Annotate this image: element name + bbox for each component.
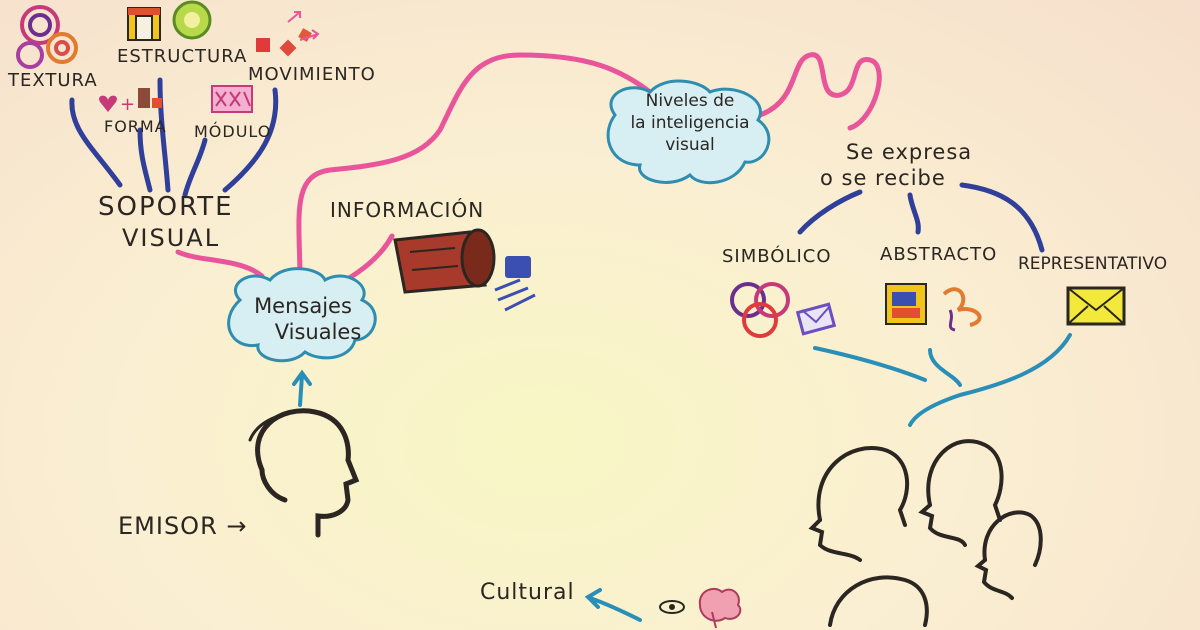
motion-marks-icon	[494, 256, 536, 312]
soporte-item-modulo: Módulo	[194, 122, 272, 141]
receiver-connectors	[813, 333, 1072, 427]
modulo-icon	[211, 85, 253, 113]
arrow-up-icon	[292, 369, 312, 407]
cloud-mensajes	[227, 267, 377, 363]
level-representativo: Representativo	[1018, 254, 1168, 274]
abstracto-icon	[885, 283, 982, 332]
niveles-line1: Niveles de	[645, 91, 735, 111]
pink-connector-niveles	[296, 52, 653, 283]
svg-text:+: +	[120, 94, 135, 115]
expresa-line1: Se expresa	[846, 140, 973, 164]
informacion-label: Información	[330, 198, 485, 222]
soporte-item-estructura: Estructura	[117, 46, 248, 67]
estructura-icon	[127, 7, 161, 41]
forma-icon: +	[99, 88, 162, 115]
emisor-label: Emisor →	[118, 512, 248, 540]
pink-connector-expresa	[757, 52, 882, 131]
levels-connectors	[797, 182, 1045, 253]
receptor-heads-icon	[808, 439, 1043, 627]
soporte-item-forma: Forma	[104, 117, 167, 136]
soporte-title-line2: visual	[122, 224, 221, 252]
mensajes-title: Mensajes Visuales	[228, 293, 378, 346]
pink-connector-soporte	[175, 249, 265, 279]
movimiento-icon	[256, 11, 320, 57]
expresa-line2: o se recibe	[820, 166, 946, 190]
soporte-title-line1: Soporte	[98, 192, 234, 222]
brain-icon	[698, 587, 742, 629]
eye-icon	[659, 600, 685, 614]
cloud-niveles	[606, 79, 771, 185]
emisor-head-icon	[248, 408, 360, 538]
simbolico-icon	[730, 282, 790, 338]
soporte-connectors	[69, 77, 279, 198]
textura-icon	[16, 5, 78, 69]
small-envelope-icon	[795, 302, 837, 336]
arrow-left-icon	[584, 588, 642, 622]
niveles-line3: visual	[665, 135, 715, 156]
mensajes-line1: Mensajes	[254, 294, 352, 318]
megaphone-icon	[393, 228, 496, 294]
niveles-line2: la inteligencia	[630, 113, 750, 134]
envelope-icon	[1066, 286, 1126, 326]
level-simbolico: Simbólico	[722, 246, 832, 267]
level-abstracto: Abstracto	[880, 244, 998, 265]
soporte-item-movimiento: Movimiento	[248, 64, 376, 85]
mensajes-line2: Visuales	[274, 320, 362, 345]
niveles-title: Niveles de la inteligencia visual	[605, 90, 775, 156]
cultural-label: Cultural	[480, 580, 575, 605]
soporte-item-textura: Textura	[8, 70, 98, 91]
circle-texture-icon	[172, 0, 212, 40]
